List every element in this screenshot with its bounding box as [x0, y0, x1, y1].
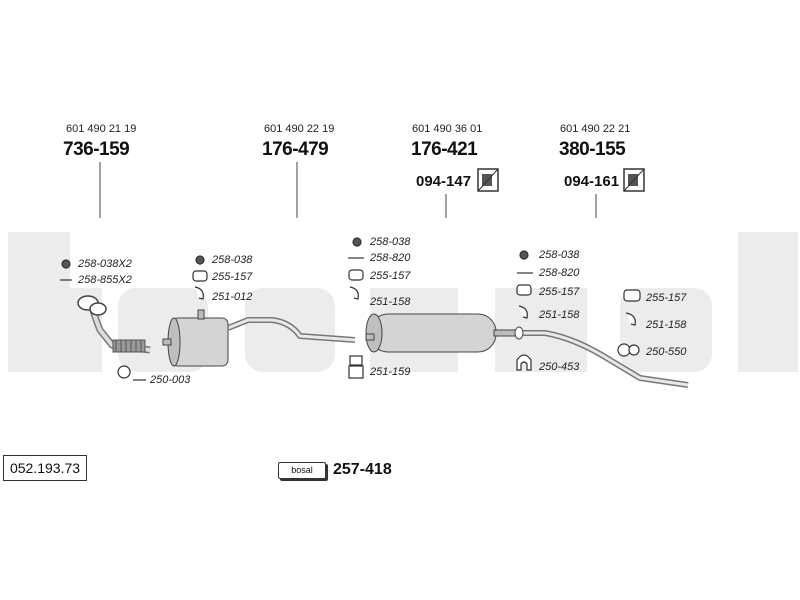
part-label: 258-855X2: [78, 274, 132, 286]
part-label: 258-038: [212, 254, 253, 266]
part-label: 251-012: [212, 291, 253, 303]
part-label: 250-003: [150, 374, 191, 386]
oem-number-section-4: 601 490 22 21: [560, 123, 631, 135]
brand-part-code: 257-418: [333, 461, 392, 478]
brand-badge-logo: bosal: [278, 462, 326, 479]
part-code-section-4: 380-155: [559, 139, 626, 160]
part-label: 255-157: [646, 292, 687, 304]
bracket-icon-right: [623, 168, 645, 192]
part-label: 250-550: [646, 346, 687, 358]
middle-silencer: [162, 309, 356, 367]
part-code-section-1: 736-159: [63, 139, 130, 160]
part-label: 255-157: [212, 271, 253, 283]
part-label: 258-820: [370, 252, 411, 264]
tail-pipe: [514, 326, 689, 388]
part-label: 250-453: [539, 361, 580, 373]
part-label: 251-158: [646, 319, 687, 331]
part-icons: [60, 237, 641, 381]
part-code-section-3: 176-421: [411, 139, 478, 160]
oem-number-section-3: 601 490 36 01: [412, 123, 483, 135]
rear-silencer: [365, 313, 517, 353]
part-label: 258-038X2: [78, 258, 132, 270]
part-label: 251-158: [539, 309, 580, 321]
part-label: 255-157: [539, 286, 580, 298]
bracket-icon-left: [477, 168, 499, 192]
reference-number: 052.193.73: [3, 455, 87, 481]
part-label: 251-158: [370, 296, 411, 308]
leader-lines: [99, 162, 597, 218]
part-label: 251-159: [370, 366, 411, 378]
part-label: 258-038: [370, 236, 411, 248]
oem-number-section-2: 601 490 22 19: [264, 123, 335, 135]
part-label: 255-157: [370, 270, 411, 282]
part-label: 258-038: [539, 249, 580, 261]
part-label: 258-820: [539, 267, 580, 279]
part-code-section-2: 176-479: [262, 139, 329, 160]
oem-number-section-1: 601 490 21 19: [66, 123, 137, 135]
bracket-code-right: 094-161: [564, 173, 620, 190]
front-pipe: [77, 295, 151, 354]
bracket-code-left: 094-147: [416, 173, 472, 190]
